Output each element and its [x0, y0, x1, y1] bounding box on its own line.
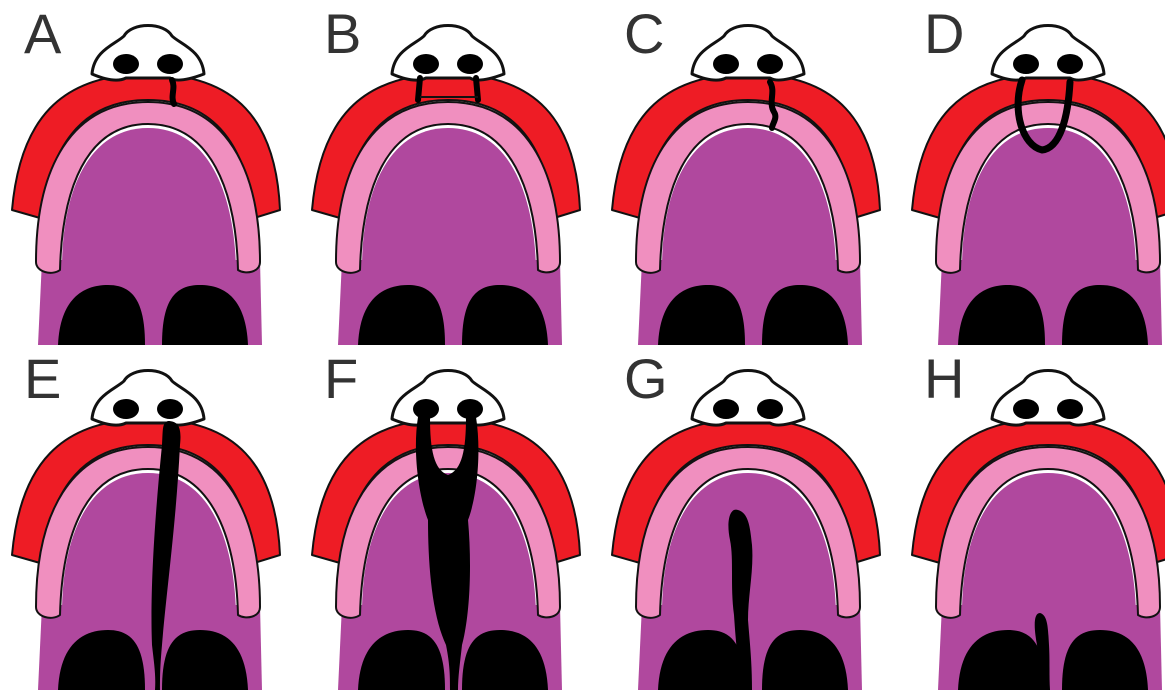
panel-c: C — [600, 0, 890, 345]
panel-a: A — [0, 0, 290, 345]
nose — [392, 371, 504, 426]
nose — [92, 26, 204, 81]
nostril-left — [713, 399, 739, 419]
nostril-right — [157, 54, 183, 74]
panel-e: E — [0, 345, 290, 690]
panel-g: G — [600, 345, 890, 690]
panel-label-d: D — [924, 6, 964, 62]
nostril-left — [113, 54, 139, 74]
panel-f: F — [300, 345, 590, 690]
nose — [392, 26, 504, 81]
panel-label-c: C — [624, 6, 664, 62]
panel-h: H — [900, 345, 1165, 690]
nostril-left — [413, 54, 439, 74]
panel-label-f: F — [324, 351, 358, 407]
cleft-mark-0 — [418, 78, 420, 100]
nostril-left — [1013, 399, 1039, 419]
nostril-right — [1057, 399, 1083, 419]
nostril-right — [757, 54, 783, 74]
nostril-right — [757, 399, 783, 419]
nose — [92, 371, 204, 426]
panel-label-g: G — [624, 351, 668, 407]
nostril-right — [457, 54, 483, 74]
panel-label-e: E — [24, 351, 61, 407]
nostril-right — [1057, 54, 1083, 74]
nose — [992, 26, 1104, 81]
nostril-right — [157, 399, 183, 419]
panel-d: D — [900, 0, 1165, 345]
nostril-right — [457, 399, 483, 419]
panel-label-h: H — [924, 351, 964, 407]
nose — [692, 371, 804, 426]
nose — [992, 371, 1104, 426]
cleft-mark-0 — [172, 80, 174, 104]
panel-label-b: B — [324, 6, 361, 62]
nostril-left — [113, 399, 139, 419]
panel-b: B — [300, 0, 590, 345]
panel-label-a: A — [24, 6, 61, 62]
nostril-left — [713, 54, 739, 74]
nostril-left — [1013, 54, 1039, 74]
nostril-left — [413, 399, 439, 419]
nose — [692, 26, 804, 81]
